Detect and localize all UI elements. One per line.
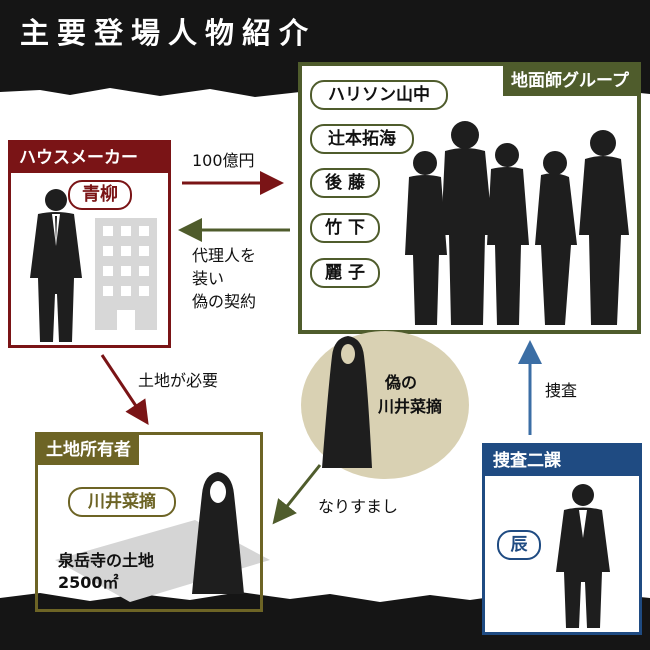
name-aoyagi: 青柳 <box>68 180 132 210</box>
agent-label-line2: 装い <box>192 269 225 288</box>
impostor-circle <box>301 331 469 479</box>
member-harrison-yamanaka: ハリソン山中 <box>310 80 448 110</box>
impostor-label-line1: 偽の <box>385 373 418 392</box>
impostor-label-line2: 川井菜摘 <box>378 397 443 416</box>
impersonation-label: なりすまし <box>318 497 399 516</box>
businessman-aoyagi-silhouette <box>30 189 82 342</box>
group-silhouettes <box>405 121 629 325</box>
need-land-arrow <box>100 354 149 425</box>
police-header: 捜査二課 <box>485 446 639 476</box>
land-label-line2: 2500㎡ <box>58 573 119 592</box>
land-owner-box: 土地所有者 <box>35 432 263 612</box>
impersonation-arrow <box>272 464 322 525</box>
member-reiko: 麗 子 <box>310 258 380 288</box>
land-label-line1: 泉岳寺の土地 <box>58 551 155 570</box>
payment-label: 100億円 <box>192 151 255 170</box>
investigation-label: 捜査 <box>545 381 578 400</box>
member-tsujimoto: 辻本拓海 <box>310 124 414 154</box>
member-takeshita: 竹 下 <box>310 213 380 243</box>
land-group-header: 地面師グループ <box>503 66 637 96</box>
land-owner-header: 土地所有者 <box>38 435 139 465</box>
building-icon <box>95 218 157 330</box>
detective-tatsu-silhouette <box>556 484 610 628</box>
need-land-label: 土地が必要 <box>138 371 219 390</box>
agent-label-line1: 代理人を <box>192 246 257 265</box>
agent-label-line3: 偽の契約 <box>192 292 257 311</box>
name-tatsu: 辰 <box>497 530 541 560</box>
member-goto: 後 藤 <box>310 168 380 198</box>
name-kawai-natsumi: 川井菜摘 <box>68 487 176 517</box>
house-maker-header: ハウスメーカー <box>11 143 168 173</box>
page-title: 主要登場人物紹介 <box>20 16 317 50</box>
woman-kawai-silhouette <box>192 472 244 594</box>
